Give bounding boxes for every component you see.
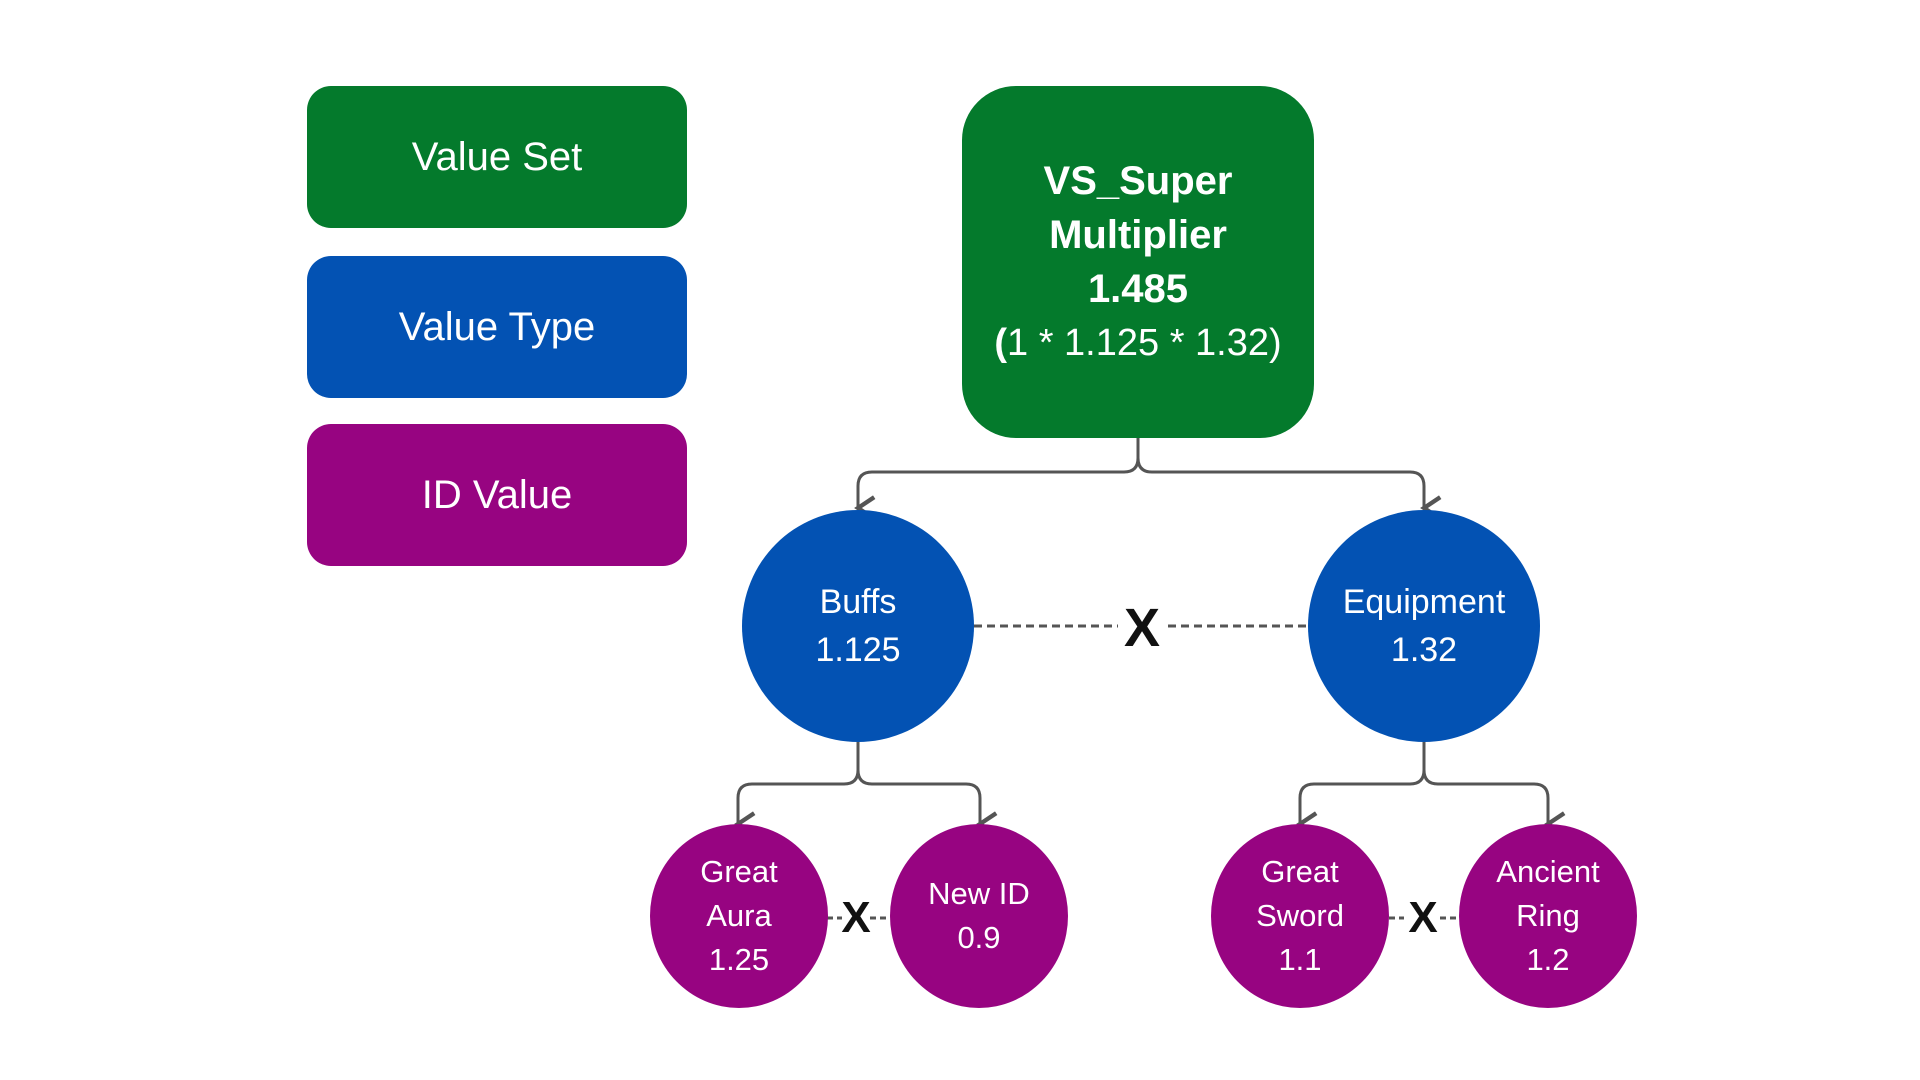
buffs-to-new-id-connector xyxy=(856,742,998,837)
root-to-equipment-connector xyxy=(1136,438,1442,521)
equipment-to-great-sword-connector xyxy=(1296,742,1426,837)
value-type-node-equipment: Equipment 1.32 xyxy=(1308,510,1540,742)
root-name-line2: Multiplier xyxy=(1049,213,1227,257)
great-aura-line2: Aura xyxy=(706,898,772,933)
legend-value-type-label: Value Type xyxy=(398,304,596,349)
root-formula-open: ( xyxy=(994,322,1007,364)
equipment-value: 1.32 xyxy=(1390,631,1458,669)
buffs-to-great-aura-connector xyxy=(734,742,860,837)
ancient-ring-value: 1.2 xyxy=(1526,942,1570,977)
root-value: 1.485 xyxy=(1087,267,1189,311)
buffs-ids-multiply-operator: X xyxy=(841,893,871,942)
equipment-name: Equipment xyxy=(1342,583,1506,621)
ancient-ring-line1: Ancient xyxy=(1496,854,1600,889)
equipment-ids-multiply-operator: X xyxy=(1408,893,1438,942)
id-value-node-new-id: New ID 0.9 xyxy=(890,824,1068,1008)
buffs-value: 1.125 xyxy=(815,631,901,669)
legend-value-type: Value Type xyxy=(307,256,687,398)
legend-value-set-label: Value Set xyxy=(411,134,583,179)
root-formula-rest: 1 * 1.125 * 1.32) xyxy=(1007,322,1282,364)
id-value-node-ancient-ring: Ancient Ring 1.2 xyxy=(1459,824,1637,1008)
new-id-line1: New ID xyxy=(928,876,1030,911)
legend-value-set: Value Set xyxy=(307,86,687,228)
root-name-line1: VS_Super xyxy=(1043,159,1233,203)
id-value-node-great-sword: Great Sword 1.1 xyxy=(1211,824,1389,1008)
buffs-name: Buffs xyxy=(819,583,897,621)
type-level-multiply-operator: X xyxy=(1123,598,1161,658)
value-type-node-buffs: Buffs 1.125 xyxy=(742,510,974,742)
legend-id-value-label: ID Value xyxy=(421,472,573,517)
root-formula: (1 * 1.125 * 1.32) xyxy=(994,316,1281,370)
ancient-ring-line2: Ring xyxy=(1516,898,1580,933)
great-sword-value: 1.1 xyxy=(1278,942,1322,977)
id-value-node-great-aura: Great Aura 1.25 xyxy=(650,824,828,1008)
equipment-to-ancient-ring-connector xyxy=(1422,742,1566,837)
value-set-node-vs-super-multiplier: VS_Super Multiplier 1.485 (1 * 1.125 * 1… xyxy=(962,86,1314,438)
great-aura-line1: Great xyxy=(700,854,778,889)
new-id-value: 0.9 xyxy=(957,920,1001,955)
great-sword-line2: Sword xyxy=(1256,898,1344,933)
great-sword-line1: Great xyxy=(1261,854,1339,889)
legend-id-value: ID Value xyxy=(307,424,687,566)
root-to-buffs-connector xyxy=(854,438,1140,521)
great-aura-value: 1.25 xyxy=(708,942,770,977)
